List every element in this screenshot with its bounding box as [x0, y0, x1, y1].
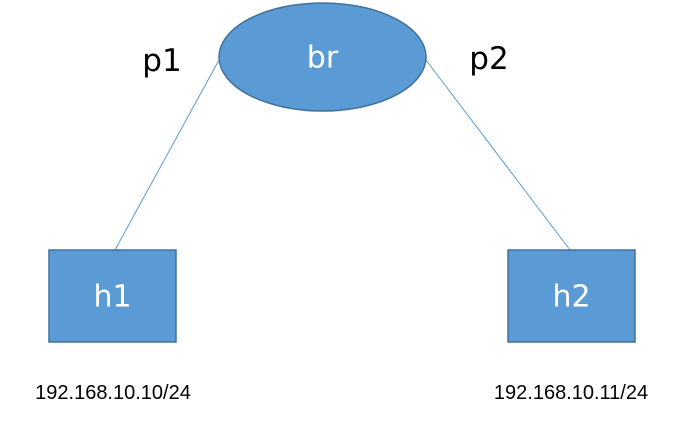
host-node-h1: h1	[48, 249, 177, 343]
host-label-h2: h2	[552, 280, 590, 315]
ip-address-h1: 192.168.10.10/24	[35, 382, 191, 404]
host-node-h2: h2	[507, 249, 636, 343]
port-label-p2: p2	[469, 41, 508, 77]
link-br-h2	[425, 59, 571, 251]
ip-address-h2: 192.168.10.11/24	[494, 382, 648, 404]
bridge-ellipse	[218, 2, 427, 112]
link-br-h1	[114, 59, 220, 251]
port-label-p1: p1	[142, 43, 181, 79]
bridge-node: br	[218, 2, 427, 112]
host-label-h1: h1	[93, 280, 131, 315]
host-box-h2	[507, 249, 636, 343]
bridge-label: br	[307, 41, 339, 76]
host-box-h1	[48, 249, 177, 343]
